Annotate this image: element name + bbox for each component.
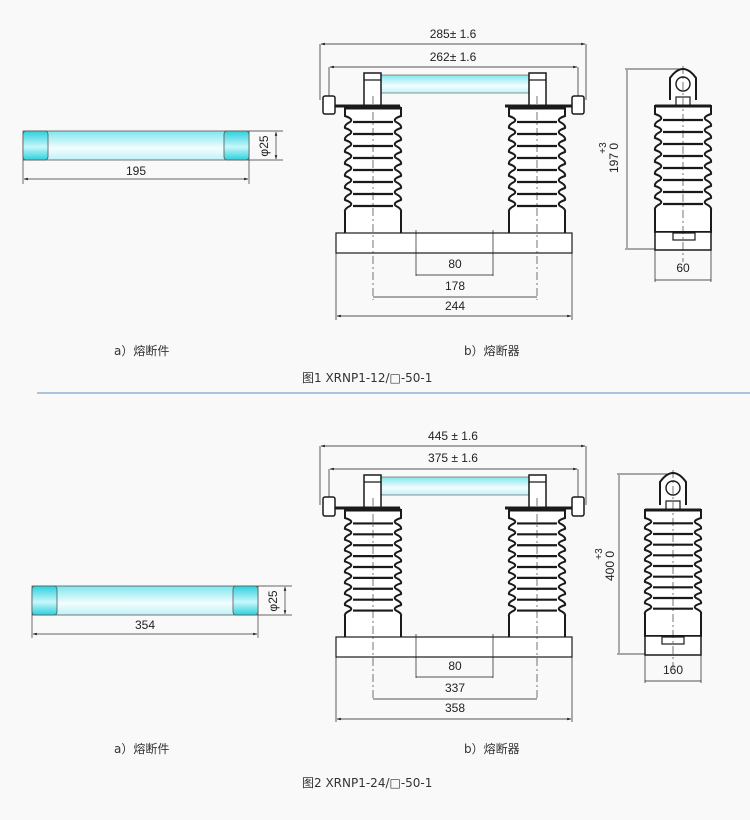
end-cap-left <box>22 130 49 161</box>
fuse-caption-2: b）熔断器 <box>464 742 520 756</box>
figure-1: 195 φ25 <box>22 27 713 320</box>
length-label: 195 <box>126 164 146 178</box>
figure-2: 354 φ25 <box>31 429 703 722</box>
diameter-label: φ25 <box>257 135 271 156</box>
end-cap-right <box>232 585 259 616</box>
dim-mid-label: 337 <box>445 681 465 695</box>
height-tolerance-label: +3 <box>594 548 605 560</box>
figure-caption-1: 图1 XRNP1-12/□-50-1 <box>302 371 433 385</box>
height-label: 197 0 <box>607 143 621 173</box>
dim-80-label: 80 <box>448 257 462 271</box>
height-tolerance-label: +3 <box>598 142 609 154</box>
overall-length-label: 285± 1.6 <box>430 27 477 41</box>
section-divider <box>37 392 750 394</box>
fuse-link-2: 354 φ25 <box>31 585 292 638</box>
inner-length-label: 375 ± 1.6 <box>428 451 478 465</box>
end-cap-left <box>31 585 58 616</box>
fuse-front-view-1 <box>319 42 587 320</box>
figure-caption-2: 图2 XRNP1-24/□-50-1 <box>302 776 433 790</box>
fuse-side-view-2 <box>617 470 703 683</box>
depth-label: 160 <box>663 663 683 677</box>
fuse-link-1: 195 φ25 <box>22 130 283 184</box>
diameter-label: φ25 <box>266 590 280 611</box>
dim-outer-label: 358 <box>445 701 465 715</box>
dim-mid-label: 178 <box>445 279 465 293</box>
fuse-side-view-1 <box>625 66 713 282</box>
height-label: 400 0 <box>603 551 617 581</box>
dim-80-label: 80 <box>448 659 462 673</box>
fuse-front-view-2 <box>319 444 587 722</box>
inner-length-label: 262± 1.6 <box>430 50 477 64</box>
fuse-link-caption-2: a）熔断件 <box>114 742 170 756</box>
dim-outer-label: 244 <box>445 299 465 313</box>
fuse-caption-1: b）熔断器 <box>464 344 520 358</box>
length-label: 354 <box>135 618 155 632</box>
overall-length-label: 445 ± 1.6 <box>428 429 478 443</box>
fuse-link-caption-1: a）熔断件 <box>114 344 170 358</box>
depth-label: 60 <box>676 261 690 275</box>
end-cap-right <box>223 130 250 161</box>
